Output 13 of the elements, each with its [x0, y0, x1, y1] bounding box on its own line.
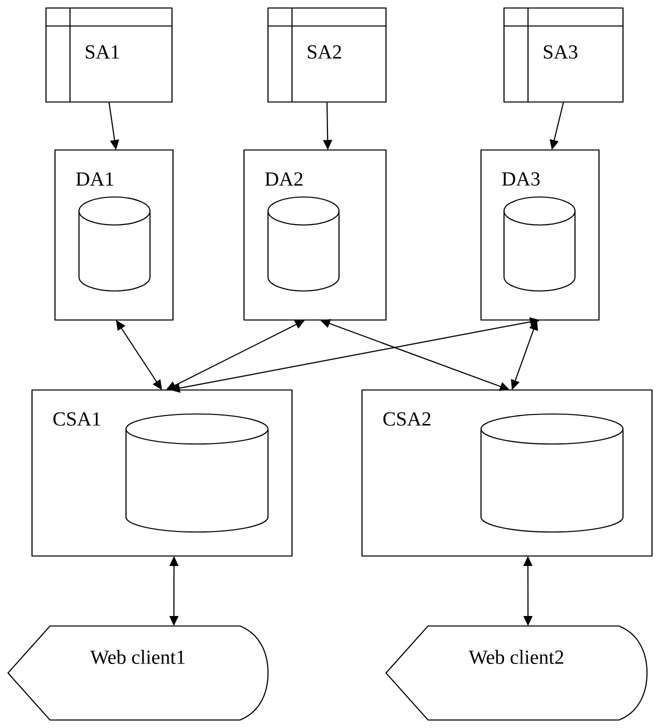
container-box: DA2 — [243, 149, 387, 321]
storage-box: SA2 — [267, 7, 387, 103]
database-cylinder — [503, 196, 576, 292]
container-box: DA1 — [54, 149, 174, 321]
database-cylinder — [78, 196, 151, 292]
container-box: CSA1 — [31, 389, 293, 557]
container-box: DA3 — [480, 149, 600, 321]
database-cylinder — [125, 413, 269, 533]
storage-box: SA1 — [45, 7, 173, 103]
storage-box: SA3 — [503, 7, 624, 103]
database-cylinder — [267, 196, 340, 292]
database-cylinder — [480, 413, 624, 533]
container-box: CSA2 — [361, 389, 653, 557]
